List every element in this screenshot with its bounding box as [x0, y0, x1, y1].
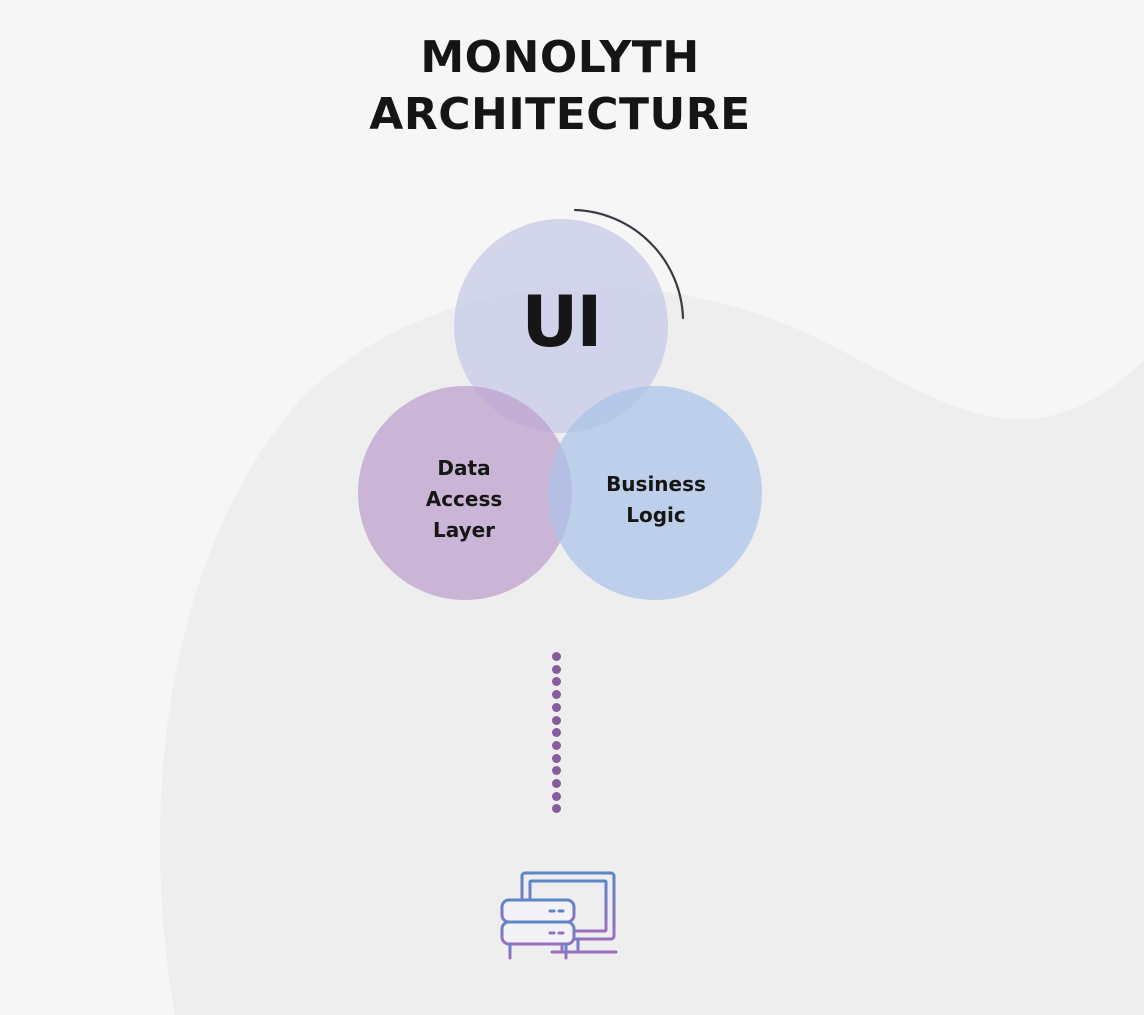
connector-dot [552, 779, 561, 788]
data-access-layer-circle [358, 386, 572, 600]
connector-dot [552, 652, 561, 661]
data-access-layer-label: Data Access Layer [425, 456, 503, 542]
dotted-connector [551, 652, 563, 814]
connector-dot [552, 715, 561, 725]
business-logic-label: Business Logic [606, 472, 706, 527]
title-line-2: ARCHITECTURE [369, 89, 751, 140]
connector-dot [552, 702, 561, 712]
connector-dot [552, 804, 561, 814]
title-line-1: MONOLYTH [420, 32, 700, 83]
connector-dot [552, 677, 561, 687]
connector-dot [552, 740, 561, 750]
connector-dot [552, 753, 561, 763]
server-computer-icon [500, 871, 618, 964]
ui-label: UI [521, 281, 603, 363]
connector-dot [552, 690, 561, 700]
arc-accent [573, 208, 685, 320]
connector-dot [552, 664, 561, 674]
connector-dot [552, 728, 561, 738]
connector-dot [552, 766, 561, 776]
connector-dot [552, 791, 561, 801]
business-logic-circle [548, 386, 762, 600]
